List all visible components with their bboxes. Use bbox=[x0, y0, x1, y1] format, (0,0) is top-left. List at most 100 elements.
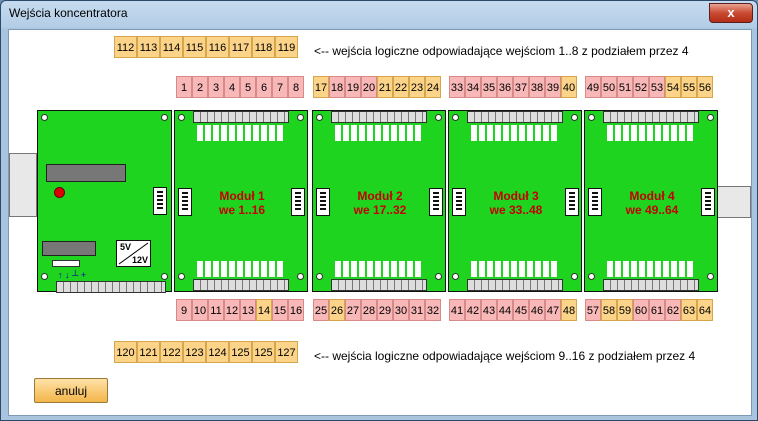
logical-input-cell[interactable]: 123 bbox=[183, 341, 206, 363]
input-cell[interactable]: 30 bbox=[393, 299, 409, 321]
input-cell[interactable]: 13 bbox=[240, 299, 256, 321]
input-cell[interactable]: 23 bbox=[409, 76, 425, 98]
input-cell[interactable]: 26 bbox=[329, 299, 345, 321]
logical-input-cell[interactable]: 125 bbox=[229, 341, 252, 363]
right-connector bbox=[429, 188, 443, 216]
input-cell[interactable]: 59 bbox=[617, 299, 633, 321]
input-cell[interactable]: 51 bbox=[617, 76, 633, 98]
ic-chip bbox=[42, 241, 96, 256]
input-cell[interactable]: 46 bbox=[529, 299, 545, 321]
mount-hole bbox=[571, 273, 578, 280]
input-cell[interactable]: 6 bbox=[256, 76, 272, 98]
input-cell[interactable]: 60 bbox=[633, 299, 649, 321]
top-logical-note: <-- wejścia logiczne odpowiadające wejśc… bbox=[314, 44, 689, 58]
logical-input-cell[interactable]: 113 bbox=[137, 36, 160, 58]
logical-input-cell[interactable]: 124 bbox=[206, 341, 229, 363]
logical-input-cell[interactable]: 115 bbox=[183, 36, 206, 58]
input-cell[interactable]: 21 bbox=[377, 76, 393, 98]
logical-input-cell[interactable]: 120 bbox=[114, 341, 137, 363]
input-cell[interactable]: 14 bbox=[256, 299, 272, 321]
input-cell[interactable]: 8 bbox=[288, 76, 304, 98]
din-rail-left bbox=[9, 153, 37, 217]
input-cell[interactable]: 64 bbox=[697, 299, 713, 321]
input-cell[interactable]: 11 bbox=[208, 299, 224, 321]
logical-input-cell[interactable]: 116 bbox=[206, 36, 229, 58]
input-cell[interactable]: 54 bbox=[665, 76, 681, 98]
logical-input-cell[interactable]: 125 bbox=[252, 341, 275, 363]
input-cell[interactable]: 2 bbox=[192, 76, 208, 98]
window-title: Wejścia koncentratora bbox=[9, 6, 128, 20]
input-cell[interactable]: 36 bbox=[497, 76, 513, 98]
input-cell[interactable]: 4 bbox=[224, 76, 240, 98]
input-cell[interactable]: 29 bbox=[377, 299, 393, 321]
cancel-button[interactable]: anuluj bbox=[34, 378, 108, 403]
input-cell[interactable]: 34 bbox=[465, 76, 481, 98]
logical-input-cell[interactable]: 117 bbox=[229, 36, 252, 58]
logical-input-cell[interactable]: 122 bbox=[160, 341, 183, 363]
input-cell[interactable]: 35 bbox=[481, 76, 497, 98]
input-cell[interactable]: 28 bbox=[361, 299, 377, 321]
input-cell[interactable]: 22 bbox=[393, 76, 409, 98]
input-cell[interactable]: 43 bbox=[481, 299, 497, 321]
input-cell[interactable]: 3 bbox=[208, 76, 224, 98]
pin-arrows: ↑ ↓ ┴ + bbox=[58, 270, 87, 280]
input-cell[interactable]: 1 bbox=[176, 76, 192, 98]
input-cell[interactable]: 31 bbox=[409, 299, 425, 321]
jumper-strip bbox=[52, 260, 80, 267]
mount-hole bbox=[452, 273, 459, 280]
input-cell[interactable]: 17 bbox=[313, 76, 329, 98]
title-bar[interactable]: Wejścia koncentratora x bbox=[1, 1, 757, 29]
input-cell[interactable]: 16 bbox=[288, 299, 304, 321]
input-cell[interactable]: 62 bbox=[665, 299, 681, 321]
input-cell[interactable]: 12 bbox=[224, 299, 240, 321]
module-name: Moduł 4 bbox=[629, 189, 675, 203]
input-cell[interactable]: 50 bbox=[601, 76, 617, 98]
input-cell[interactable]: 27 bbox=[345, 299, 361, 321]
close-button[interactable]: x bbox=[709, 3, 753, 23]
input-cell[interactable]: 38 bbox=[529, 76, 545, 98]
input-cell[interactable]: 49 bbox=[585, 76, 601, 98]
input-cell[interactable]: 56 bbox=[697, 76, 713, 98]
input-cell[interactable]: 37 bbox=[513, 76, 529, 98]
input-cell[interactable]: 58 bbox=[601, 299, 617, 321]
input-cell[interactable]: 57 bbox=[585, 299, 601, 321]
input-cell[interactable]: 45 bbox=[513, 299, 529, 321]
input-cell[interactable]: 5 bbox=[240, 76, 256, 98]
input-cell[interactable]: 48 bbox=[561, 299, 577, 321]
input-cell[interactable]: 41 bbox=[449, 299, 465, 321]
logical-input-cell[interactable]: 114 bbox=[160, 36, 183, 58]
bottom-terminals bbox=[467, 279, 563, 291]
input-cell[interactable]: 19 bbox=[345, 76, 361, 98]
logical-input-cell[interactable]: 121 bbox=[137, 341, 160, 363]
input-cell[interactable]: 9 bbox=[176, 299, 192, 321]
input-cell[interactable]: 52 bbox=[633, 76, 649, 98]
logical-input-cell[interactable]: 118 bbox=[252, 36, 275, 58]
mount-hole bbox=[161, 273, 168, 280]
input-cell[interactable]: 32 bbox=[425, 299, 441, 321]
input-cell[interactable]: 47 bbox=[545, 299, 561, 321]
input-cell[interactable]: 55 bbox=[681, 76, 697, 98]
logical-input-cell[interactable]: 127 bbox=[275, 341, 298, 363]
input-cell[interactable]: 61 bbox=[649, 299, 665, 321]
input-cell[interactable]: 44 bbox=[497, 299, 513, 321]
input-cell[interactable]: 15 bbox=[272, 299, 288, 321]
module-range: we 49..64 bbox=[625, 203, 679, 217]
bottom-optos bbox=[607, 261, 695, 277]
input-cell[interactable]: 33 bbox=[449, 76, 465, 98]
input-cell[interactable]: 7 bbox=[272, 76, 288, 98]
input-cell[interactable]: 53 bbox=[649, 76, 665, 98]
input-cell[interactable]: 20 bbox=[361, 76, 377, 98]
controller-terminals bbox=[56, 281, 166, 293]
logical-input-cell[interactable]: 119 bbox=[275, 36, 298, 58]
input-cell[interactable]: 24 bbox=[425, 76, 441, 98]
logical-input-cell[interactable]: 112 bbox=[114, 36, 137, 58]
input-cell[interactable]: 10 bbox=[192, 299, 208, 321]
input-cell[interactable]: 42 bbox=[465, 299, 481, 321]
input-cell[interactable]: 39 bbox=[545, 76, 561, 98]
input-cell[interactable]: 63 bbox=[681, 299, 697, 321]
input-cell[interactable]: 18 bbox=[329, 76, 345, 98]
input-cell[interactable]: 25 bbox=[313, 299, 329, 321]
input-cell[interactable]: 40 bbox=[561, 76, 577, 98]
